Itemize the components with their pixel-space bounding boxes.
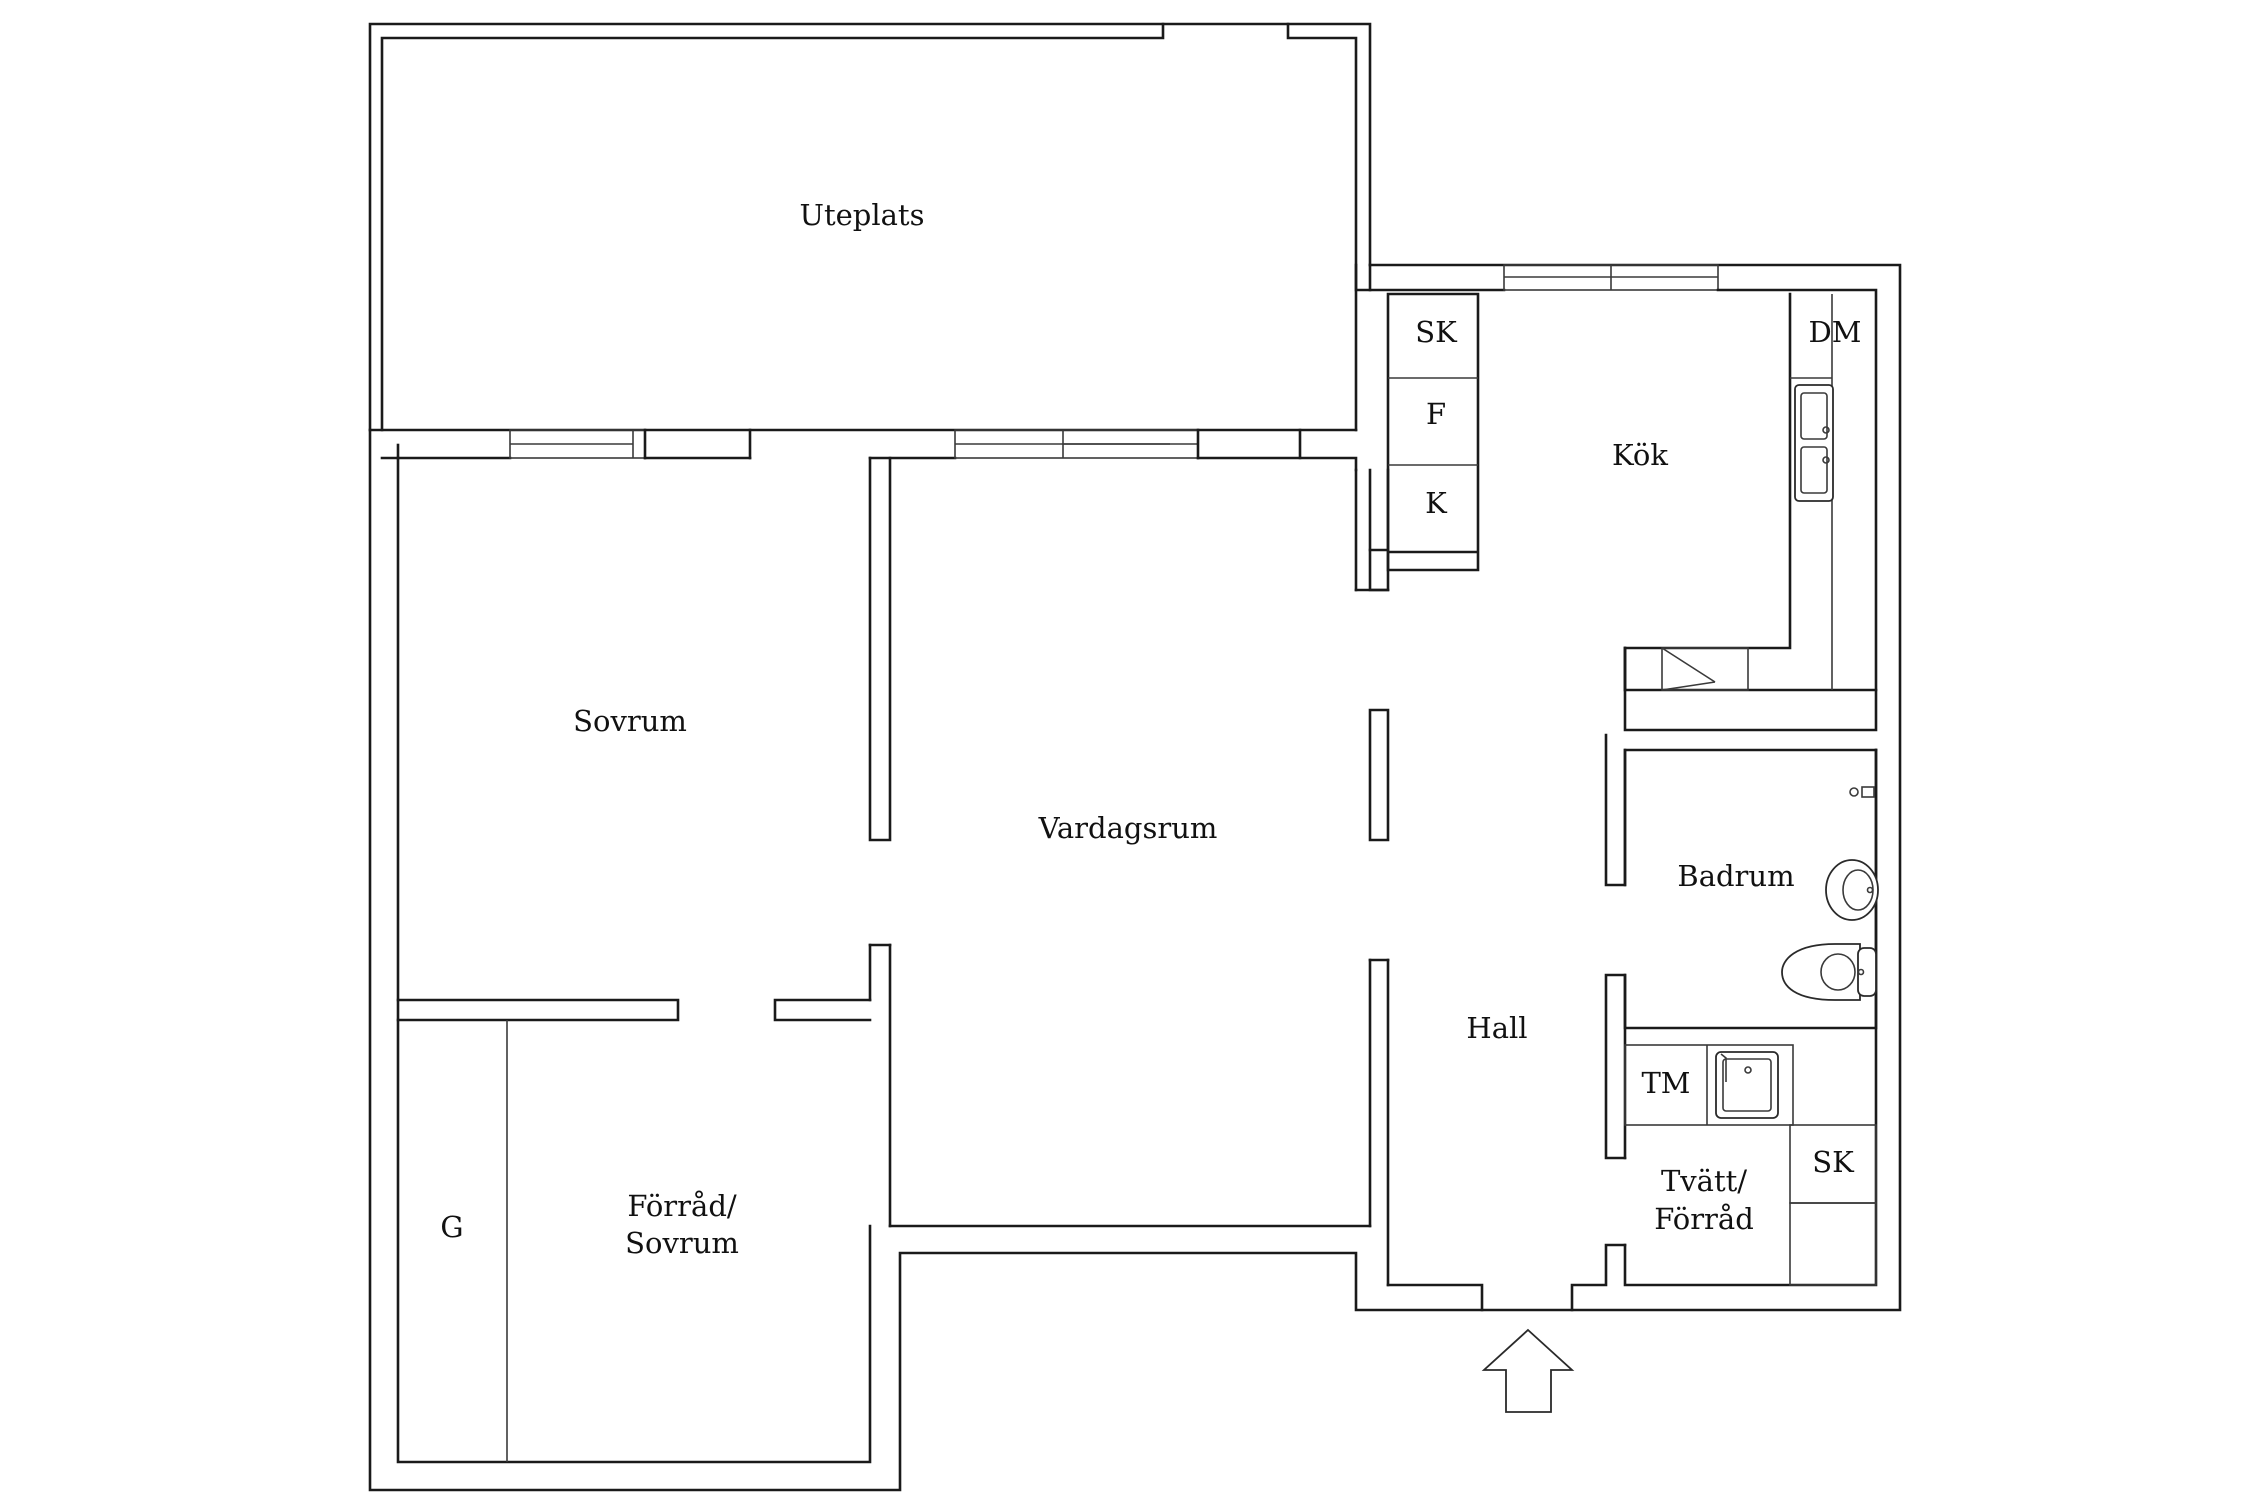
entrance-arrow-icon: [1481, 1328, 1575, 1413]
room-label-kok: Kök: [1612, 438, 1668, 472]
fixture-label-freezer: K: [1425, 486, 1448, 520]
kitchen-north-wall: [1354, 263, 1878, 732]
room-label-forrad-sovrum-line2: Sovrum: [625, 1226, 739, 1260]
stove-icon: [1661, 647, 1749, 691]
laundry-appliances: [1624, 1044, 1877, 1286]
fixture-label-dishwasher: DM: [1809, 315, 1862, 349]
room-label-uteplats: Uteplats: [800, 198, 925, 232]
room-label-vardagsrum: Vardagsrum: [1038, 811, 1218, 845]
toilet-icon: [1781, 943, 1877, 1001]
room-label-badrum: Badrum: [1677, 859, 1794, 893]
fixture-label-closet-g: G: [440, 1210, 463, 1244]
kitchen-right-counter: [1623, 292, 1878, 692]
kitchen-sink-icon: [1794, 384, 1834, 502]
outer-walls: [368, 263, 1902, 1492]
fixture-label-washing-machine: TM: [1641, 1066, 1690, 1100]
room-label-sovrum: Sovrum: [573, 704, 687, 738]
room-label-tvatt-forrad-line2: Förråd: [1654, 1202, 1754, 1236]
room-label-hall: Hall: [1466, 1011, 1527, 1045]
fixture-label-fridge: F: [1426, 397, 1446, 431]
fixture-label-kitchen-sk: SK: [1415, 315, 1458, 349]
laundry-sink-icon: [1715, 1051, 1779, 1119]
shower-faucet-icon: [1849, 786, 1875, 798]
north-wall-windows: [396, 428, 1358, 472]
kitchen-left-counter: [1368, 292, 1480, 572]
interior-walls: [396, 456, 1878, 1462]
room-label-forrad-sovrum-line1: Förråd/: [627, 1189, 737, 1223]
washbasin-icon: [1825, 859, 1879, 921]
fixture-label-laundry-sk: SK: [1812, 1145, 1855, 1179]
room-label-tvatt-forrad-line1: Tvätt/: [1661, 1164, 1747, 1198]
